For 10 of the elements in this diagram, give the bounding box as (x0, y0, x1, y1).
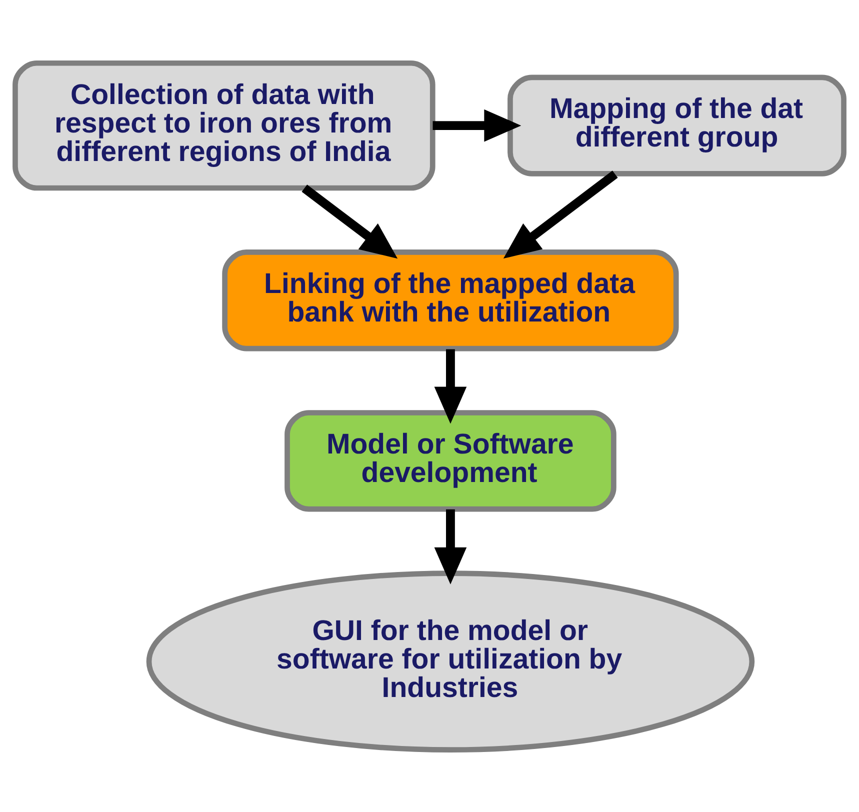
arrow (434, 508, 467, 584)
node-box: Mapping of the dat different group (508, 74, 846, 176)
arrow (302, 184, 398, 258)
arrow (503, 170, 618, 258)
node-box: Collection of data with respect to iron ores from different regions of India (12, 60, 436, 190)
node-ellipse: GUI for the model or software for utilization by Industries (146, 570, 755, 752)
node-box: Model or Software development (284, 410, 616, 512)
arrow (434, 348, 467, 424)
arrow (432, 108, 522, 142)
node-box: Linking of the mapped data bank with the utilization (222, 249, 679, 351)
